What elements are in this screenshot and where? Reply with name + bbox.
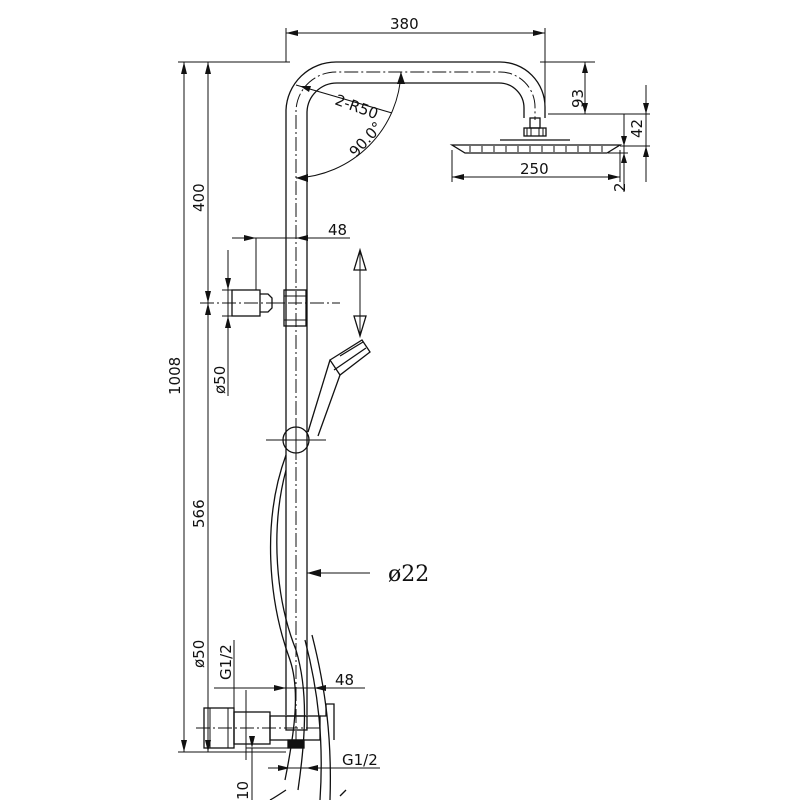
- head-width-label: 250: [520, 160, 549, 178]
- total-height-label: 1008: [166, 357, 184, 395]
- riser-pipe: [285, 61, 546, 745]
- holder-offset-label: 48: [328, 221, 347, 239]
- bend-annotation: 2-R50 90.0°: [295, 71, 405, 182]
- diverter-knob: [266, 420, 326, 460]
- top-width-label: 380: [390, 15, 419, 33]
- mixer-offset-label: 48: [335, 671, 354, 689]
- bend-angle-label: 90.0°: [346, 118, 387, 160]
- mixer-body: [196, 703, 335, 749]
- wall-bracket: 48 ø50: [200, 221, 350, 396]
- inlet-thread-label: G1/2: [217, 644, 235, 680]
- bottom-gap-label: 10: [234, 781, 252, 800]
- arm-drop-dimension: 93: [540, 61, 595, 115]
- pipe-diameter-label: ø22: [388, 562, 429, 587]
- mixer-diameter-label: ø50: [190, 640, 208, 668]
- mixer-dimensions: ø50 G1/2 48 G1/2 10: [190, 600, 380, 800]
- upper-height-label: 400: [190, 183, 208, 212]
- top-width-dimension: 380: [285, 15, 546, 108]
- outlet-thread-label: G1/2: [342, 751, 378, 769]
- slide-direction-arrow: [353, 247, 367, 339]
- head-height-label: 42: [628, 119, 646, 138]
- pipe-diameter-callout: ø22: [307, 562, 429, 587]
- head-height-dimension: 42 2: [548, 85, 650, 192]
- head-width-dimension: 250: [451, 150, 621, 182]
- head-thickness-label: 2: [611, 182, 629, 192]
- holder-diameter-label: ø50: [211, 366, 229, 394]
- bend-radius-label: 2-R50: [333, 91, 381, 123]
- arm-drop-label: 93: [569, 89, 587, 108]
- hand-shower: [307, 339, 371, 437]
- lower-height-label: 566: [190, 499, 208, 528]
- rain-shower-head: [449, 117, 623, 154]
